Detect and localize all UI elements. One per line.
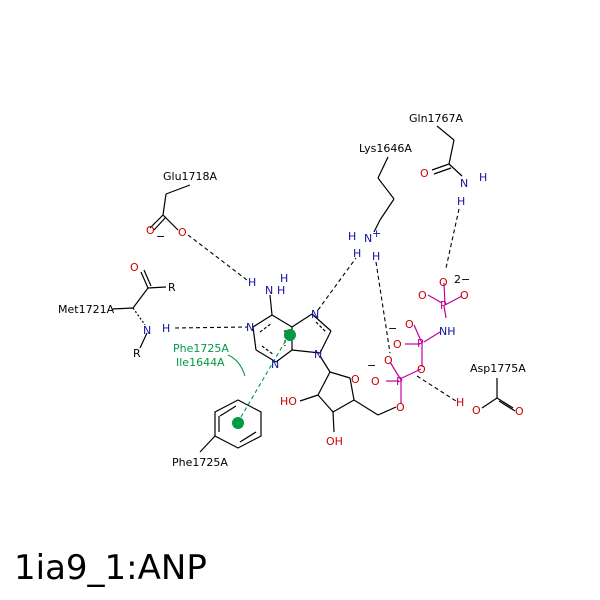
met-r1-label: R (168, 281, 176, 294)
lys-h2-label: H (353, 247, 361, 260)
n3-label: N (271, 358, 279, 371)
pa-label: P (396, 375, 403, 388)
o5-label: O (396, 401, 405, 414)
residue-label-glu1718: Glu1718A (163, 170, 218, 183)
pg-o1-label: O (418, 289, 427, 302)
pg-charge-label: 2− (454, 273, 470, 286)
asp-o2-label: O (515, 405, 524, 418)
pb-minus-label: − (388, 322, 397, 335)
residue-label-asp1775: Asp1775A (470, 362, 526, 375)
ring-centroid-ligand (284, 329, 296, 341)
residue-label-lys1646: Lys1646A (359, 142, 412, 155)
pb-o1-label: O (393, 338, 402, 351)
pa-o1-label: O (371, 375, 380, 388)
atom-labels: N H H H N N N N O HO OH O P O O − O P O … (130, 167, 524, 448)
n1-label: N (246, 321, 254, 334)
pb-o2-label: O (405, 318, 414, 331)
asp1775-sidechain (481, 378, 516, 412)
pi-label-ile1644: Ile1644A (176, 356, 225, 369)
gln-h1-label: H (479, 171, 487, 184)
o3a-label: O (417, 363, 426, 376)
ring-centroid-phe (232, 417, 244, 429)
met-r2-label: R (133, 347, 141, 360)
lys-plus-label: + (372, 227, 381, 240)
residue-label-met1721: Met1721A (58, 303, 115, 316)
n9-label: N (314, 348, 322, 361)
page-title: 1ia9_1:ANP (14, 548, 207, 588)
pb-label: P (417, 337, 424, 350)
amino-n-label: N (265, 284, 273, 297)
asp-h-label: H (456, 396, 464, 409)
glu-minus-label: − (156, 230, 165, 243)
met-o-label: O (130, 261, 139, 274)
residue-labels: Glu1718A Met1721A Lys1646A Gln1767A Asp1… (58, 112, 526, 469)
lys-h1-label: H (348, 230, 356, 243)
pa-o2-label: O (384, 354, 393, 367)
pi-interaction (227, 329, 296, 429)
n3b-label: NH (439, 325, 456, 338)
gln-o-label: O (420, 167, 429, 180)
lys-h3-label: H (372, 250, 380, 263)
hbond-lines (174, 208, 460, 402)
phe1725-ring (199, 399, 262, 453)
residue-label-gln1767: Gln1767A (409, 112, 464, 125)
residue-label-phe1725-bottom: Phe1725A (172, 456, 228, 469)
n7-label: N (311, 308, 319, 321)
gln1767-sidechain (431, 125, 463, 177)
met1721-backbone (111, 269, 167, 349)
amino-h2-label: H (248, 276, 256, 289)
pa-minus-label: − (367, 359, 376, 372)
asp-o1-label: O (472, 404, 481, 417)
phosphate-chain (386, 282, 463, 404)
glu-o2-label: O (178, 226, 187, 239)
pg-label: P (440, 299, 447, 312)
ribose-oh-label: OH (326, 435, 343, 448)
ribose-ring (299, 355, 397, 433)
ribose-o-label: O (351, 373, 360, 386)
met-h-label: H (162, 322, 170, 335)
gln-h2-label: H (457, 195, 465, 208)
glu-o1-label: O (146, 224, 155, 237)
amino-h3-label: H (280, 272, 288, 285)
met-n-label: N (143, 324, 151, 337)
pi-label-phe1725: Phe1725A (173, 342, 229, 355)
amino-h-label: H (277, 284, 285, 297)
ribose-ho-label: HO (280, 395, 297, 408)
pg-o2-label: O (460, 289, 469, 302)
glu1718-sidechain (149, 184, 191, 231)
lys1646-sidechain (373, 156, 395, 233)
gln-n-label: N (460, 177, 468, 190)
pg-o3-label: O (439, 276, 448, 289)
lys-n-label: N (364, 232, 372, 245)
